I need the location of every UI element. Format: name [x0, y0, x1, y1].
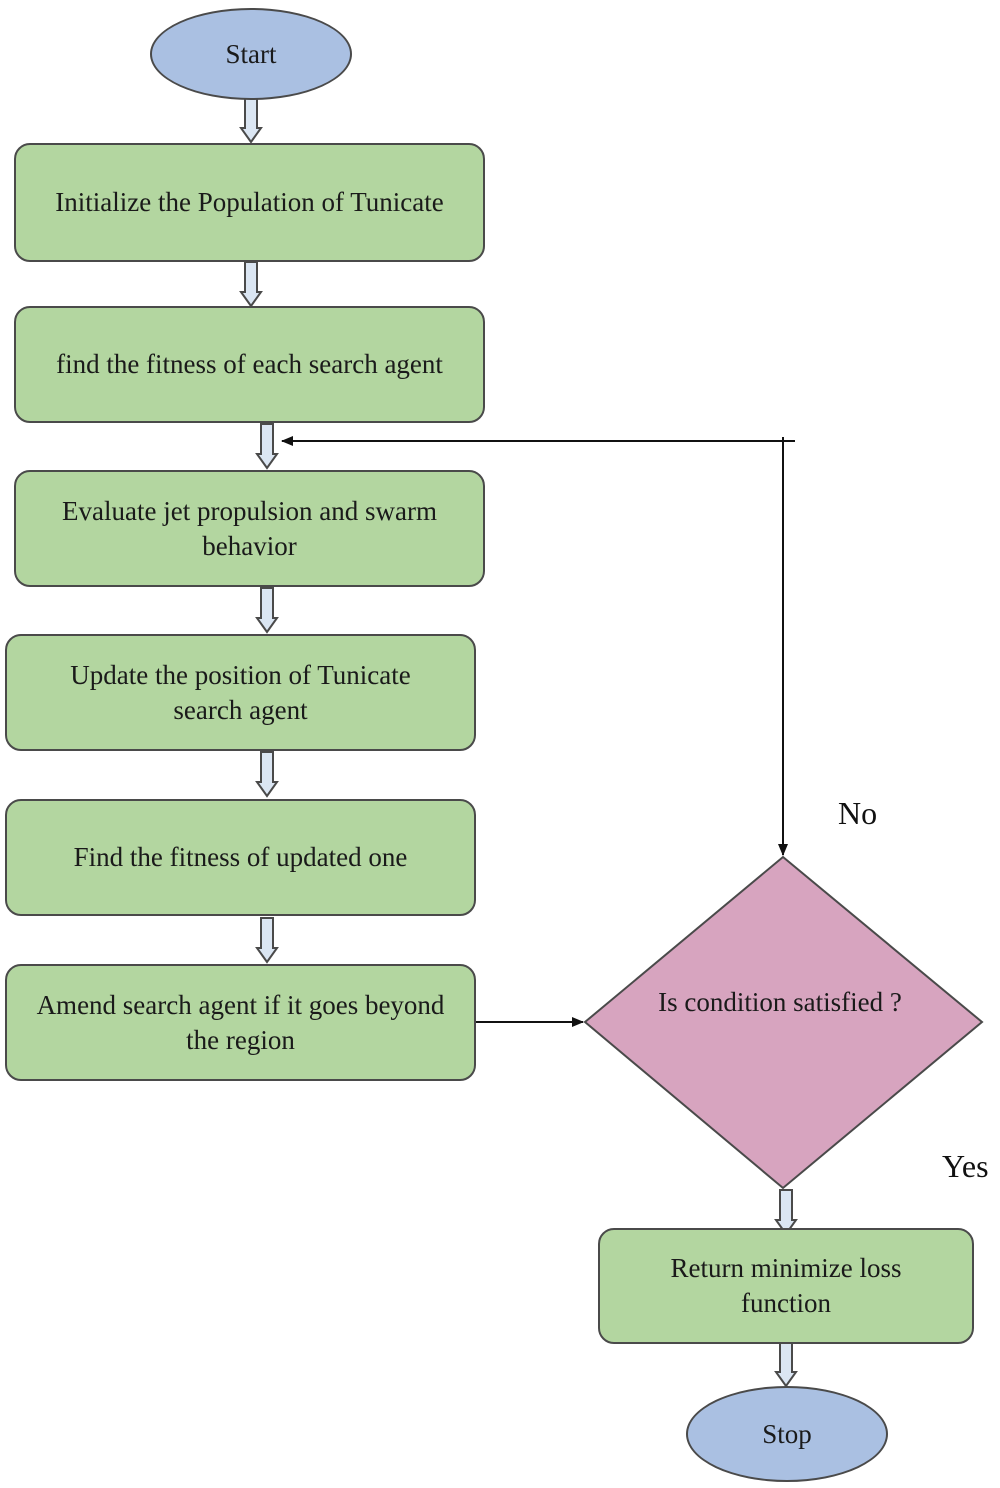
decision-label: Is condition satisfied ? — [658, 987, 902, 1017]
connector-return-stop — [774, 1341, 798, 1388]
step-evaluate-jet-propulsion: Evaluate jet propulsion and swarm behavi… — [14, 470, 485, 587]
connector-start-init — [239, 95, 263, 144]
step-evaluate-label: Evaluate jet propulsion and swarm behavi… — [62, 495, 437, 561]
connector-evaluate-update — [255, 587, 279, 634]
connector-update-find — [255, 751, 279, 798]
step-find-updated-label: Find the fitness of updated one — [73, 842, 408, 872]
step-return-label: Return minimize loss function — [670, 1253, 902, 1318]
step-initialize-population: Initialize the Population of Tunicate — [14, 143, 485, 262]
stop-terminal: Stop — [686, 1386, 888, 1482]
step-find-fitness-label: find the fitness of each search agent — [56, 349, 443, 379]
step-return-minimize-loss: Return minimize loss function — [598, 1228, 974, 1344]
step-find-fitness-updated: Find the fitness of updated one — [5, 799, 476, 916]
step-update-label: Update the position of Tunicate search a… — [70, 659, 411, 725]
connector-decision-return — [774, 1189, 798, 1236]
connector-find-amend — [255, 917, 279, 964]
step-initialize-label: Initialize the Population of Tunicate — [55, 187, 444, 217]
start-label: Start — [225, 38, 277, 69]
step-amend-search-agent: Amend search agent if it goes beyond the… — [5, 964, 476, 1081]
step-amend-label: Amend search agent if it goes beyond the… — [36, 989, 445, 1055]
connector-fitness-evaluate — [255, 423, 279, 470]
decision-diamond — [583, 855, 984, 1190]
no-branch-label: No — [838, 795, 878, 831]
step-find-fitness: find the fitness of each search agent — [14, 306, 485, 423]
step-update-position: Update the position of Tunicate search a… — [5, 634, 476, 751]
start-terminal: Start — [150, 8, 352, 100]
yes-branch-label: Yes — [942, 1148, 989, 1184]
stop-label: Stop — [762, 1418, 812, 1449]
connector-init-fitness — [239, 261, 263, 308]
